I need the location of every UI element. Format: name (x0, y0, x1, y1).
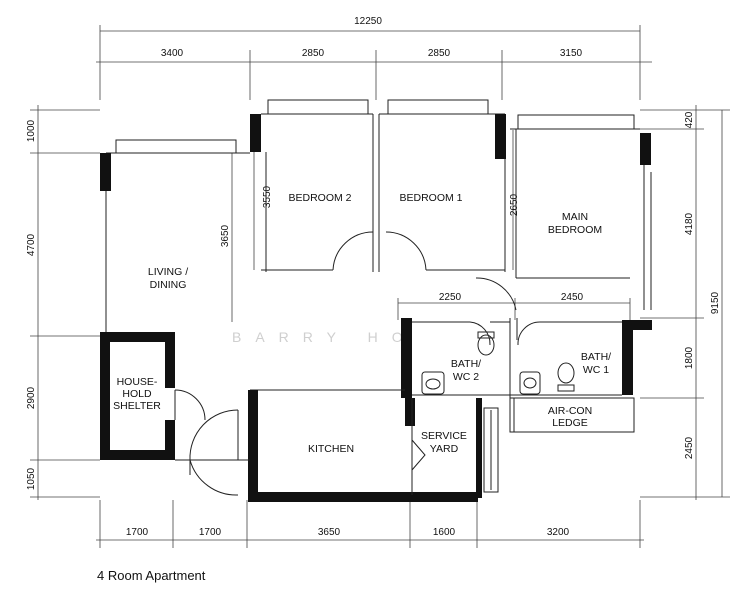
dim-bottom-5: 3200 (547, 527, 570, 538)
dim-bottom-1: 1700 (126, 527, 149, 538)
watermark: BARRY HO (232, 329, 417, 345)
dim-left-1: 1000 (26, 119, 37, 142)
room-bath1-line1: BATH/ (581, 351, 611, 363)
dim-top-3: 2850 (428, 48, 451, 59)
room-service-yard-line1: SERVICE (421, 430, 467, 442)
room-main-bedroom-line2: BEDROOM (548, 224, 602, 236)
dim-right-2: 4180 (684, 212, 695, 235)
dim-top-2: 2850 (302, 48, 325, 59)
toilet-icon (557, 362, 575, 384)
fixtures (421, 331, 575, 395)
dim-right-1: 420 (684, 111, 695, 128)
plan-title: 4 Room Apartment (97, 568, 206, 583)
dim-left-3: 2900 (26, 386, 37, 409)
dim-top-total: 12250 (354, 16, 382, 27)
room-main-bedroom-line1: MAIN (562, 211, 588, 223)
room-living-line1: LIVING / (148, 266, 188, 278)
room-kitchen: KITCHEN (308, 443, 354, 455)
dim-bath2-width: 2250 (439, 292, 462, 303)
dim-top-4: 3150 (560, 48, 583, 59)
dim-living-depth: 3650 (220, 224, 231, 247)
room-bath2-line2: WC 2 (453, 371, 479, 383)
sink-icon (519, 371, 541, 395)
sink-icon (421, 371, 445, 395)
dim-bottom-3: 3650 (318, 527, 341, 538)
dim-main-bedroom-depth: 2650 (509, 193, 520, 216)
dim-bath1-width: 2450 (561, 292, 584, 303)
room-bedroom-2: BEDROOM 2 (288, 192, 351, 204)
dim-left-4: 1050 (26, 467, 37, 490)
dim-bottom-2: 1700 (199, 527, 222, 538)
dim-left-2: 4700 (26, 233, 37, 256)
room-aircon-line2: LEDGE (552, 417, 588, 429)
room-bath1-line2: WC 1 (583, 364, 609, 376)
dim-bottom-4: 1600 (433, 527, 456, 538)
dimension-lines (30, 25, 730, 548)
room-bath2-line1: BATH/ (451, 358, 481, 370)
dim-top-1: 3400 (161, 48, 184, 59)
room-living-line2: DINING (150, 279, 187, 291)
room-shelter-line2: HOLD (122, 388, 152, 400)
toilet-icon (477, 334, 495, 356)
room-shelter-line3: SHELTER (113, 400, 161, 412)
doors (174, 231, 541, 496)
room-shelter-line1: HOUSE- (117, 376, 158, 388)
room-bedroom-1: BEDROOM 1 (399, 192, 462, 204)
dim-right-3: 1800 (684, 346, 695, 369)
dim-right-total: 9150 (710, 291, 721, 314)
room-service-yard-line2: YARD (430, 443, 459, 455)
room-aircon-line1: AIR-CON (548, 405, 592, 417)
dim-bedroom2-depth: 3550 (262, 185, 273, 208)
dim-right-4: 2450 (684, 436, 695, 459)
walls (100, 99, 652, 502)
